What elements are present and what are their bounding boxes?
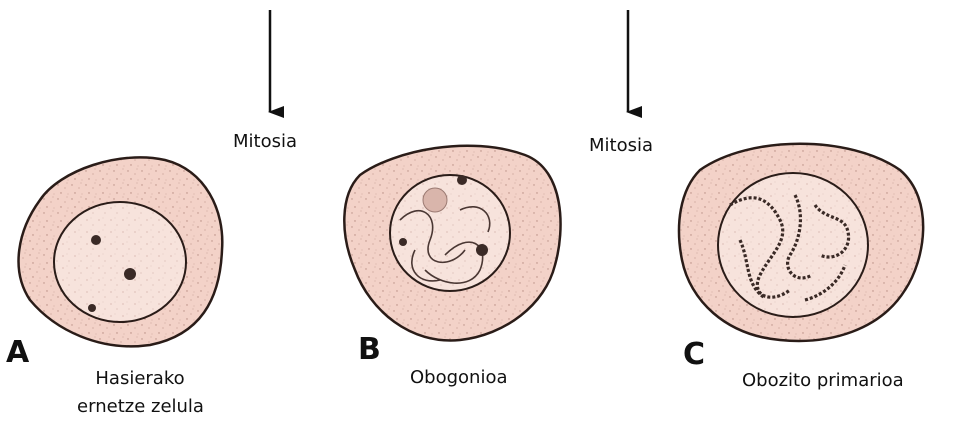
cell-c-nucleus	[718, 173, 868, 317]
cell-b-dot-3	[476, 244, 488, 256]
cell-c	[679, 144, 923, 341]
cell-a-caption-line1: Hasierako	[70, 368, 210, 390]
cell-a-chromatin-3	[88, 304, 96, 312]
panel-letter-a: A	[6, 337, 29, 369]
cell-a	[19, 157, 223, 346]
mitosis-label-2: Mitosia	[589, 135, 653, 157]
cell-a-caption-line2: ernetze zelula	[58, 396, 223, 418]
cell-a-chromatin-1	[91, 235, 101, 245]
cell-c-caption: Obozito primarioa	[742, 370, 904, 392]
cell-b-dot-1	[457, 175, 467, 185]
cell-b	[344, 146, 560, 341]
cell-b-dot-2	[399, 238, 407, 246]
cell-b-nucleus	[390, 175, 510, 291]
mitosis-label-1: Mitosia	[233, 131, 297, 153]
cell-b-caption: Obogonioa	[410, 367, 508, 389]
panel-letter-b: B	[358, 334, 381, 366]
panel-letter-c: C	[683, 339, 705, 371]
cell-a-nucleus	[54, 202, 186, 322]
cell-b-nucleolus	[423, 188, 447, 212]
cell-a-chromatin-2	[124, 268, 136, 280]
